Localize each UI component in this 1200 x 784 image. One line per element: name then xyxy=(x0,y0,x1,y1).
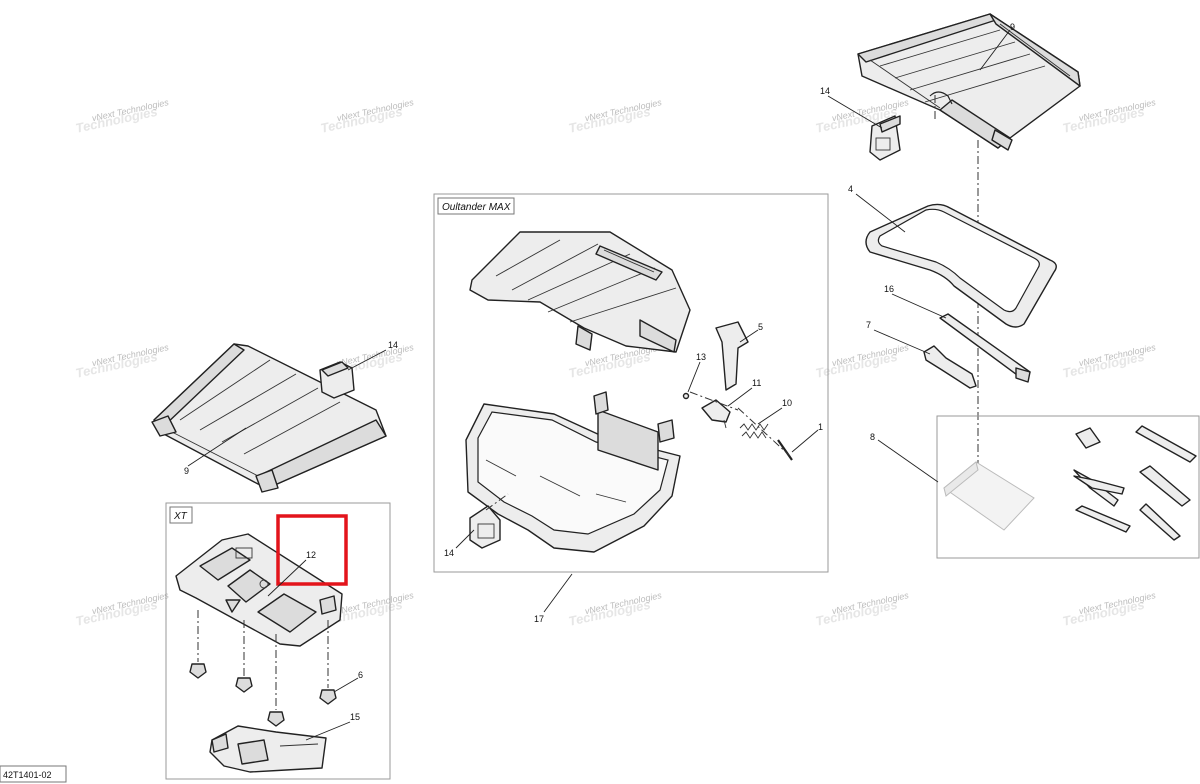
reference-number: 42T1401-02 xyxy=(3,770,52,780)
tool-kit-box xyxy=(936,415,1200,559)
leaders xyxy=(187,29,1011,741)
callout-14: 14 xyxy=(388,340,398,350)
callout-14: 14 xyxy=(444,548,454,558)
callout-16: 16 xyxy=(884,284,894,294)
rack-left xyxy=(151,343,387,493)
callouts: 9 14 4 16 7 8 1 5 13 11 10 14 17 9 14 12… xyxy=(184,22,1015,722)
tools xyxy=(1073,425,1197,541)
axis-line xyxy=(737,407,791,457)
storage-tub xyxy=(465,391,681,553)
xt-label-box xyxy=(169,506,193,524)
outlander-max-box xyxy=(433,193,829,573)
reference-box xyxy=(0,765,67,783)
xt-box xyxy=(165,502,391,780)
callout-6: 6 xyxy=(358,670,363,680)
xt-plate xyxy=(175,533,343,647)
callout-1: 1 xyxy=(818,422,823,432)
callout-12: 12 xyxy=(306,550,316,560)
latch-15 xyxy=(209,725,327,773)
highlight-rect xyxy=(276,514,348,586)
clip-6 xyxy=(189,663,337,727)
rivet-13 xyxy=(682,392,690,400)
bracket-mid xyxy=(469,505,501,549)
tool-kit-bag xyxy=(943,461,1035,531)
wrench-7 xyxy=(923,345,977,389)
bracket-top-right xyxy=(869,115,901,161)
rack-top-right xyxy=(857,13,1081,151)
outlander-label-box xyxy=(437,197,515,215)
axis-line xyxy=(485,493,509,511)
bracket-left xyxy=(319,361,355,399)
callout-8: 8 xyxy=(870,432,875,442)
pin-1 xyxy=(777,439,793,461)
callout-17: 17 xyxy=(534,614,544,624)
callout-9: 9 xyxy=(1010,22,1015,32)
callout-4: 4 xyxy=(848,184,853,194)
callout-5: 5 xyxy=(758,322,763,332)
latch-assembly-11 xyxy=(701,399,731,429)
callout-9: 9 xyxy=(184,466,189,476)
callout-10: 10 xyxy=(782,398,792,408)
storage-lid xyxy=(469,231,691,353)
gasket xyxy=(865,203,1057,328)
callout-14: 14 xyxy=(820,86,830,96)
outlander-box-label: Oultander MAX xyxy=(442,202,511,213)
callout-7: 7 xyxy=(866,320,871,330)
xt-box-label: XT xyxy=(173,511,188,522)
callout-11: 11 xyxy=(752,378,761,388)
latch-5 xyxy=(715,321,749,391)
callout-13: 13 xyxy=(696,352,706,362)
spring-10 xyxy=(739,423,769,439)
callout-15: 15 xyxy=(350,712,360,722)
strap xyxy=(939,313,1031,383)
